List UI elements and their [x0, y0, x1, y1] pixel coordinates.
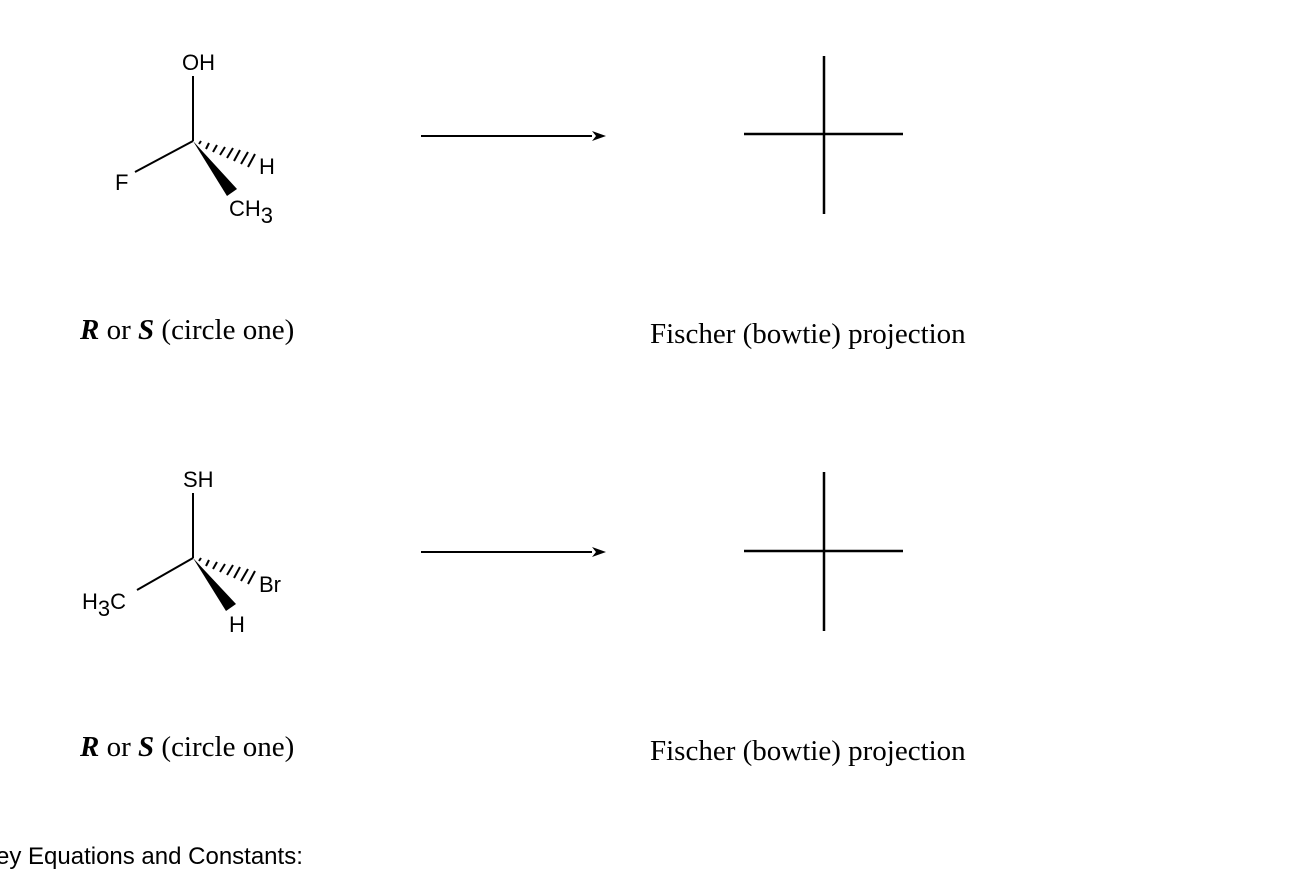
fischer-label-1: Fischer (bowtie) projection [650, 318, 966, 350]
fischer-cross-2 [744, 472, 903, 631]
substituent-sh: SH [183, 467, 214, 492]
hashed-bond [198, 557, 256, 585]
bond-left [136, 557, 194, 591]
bond-left [134, 140, 194, 173]
molecule-1: OH F H CH3 [115, 50, 275, 228]
r-or-s-caption-2: R or S (circle one) [80, 731, 295, 763]
substituent-h: H [259, 154, 275, 179]
fischer-label-2: Fischer (bowtie) projection [650, 735, 966, 767]
section-heading: ey Equations and Constants: [0, 843, 303, 870]
substituent-br: Br [259, 572, 281, 597]
wedge-bond [193, 558, 236, 611]
substituent-ch3: CH3 [229, 196, 273, 228]
substituent-h3c: H3C [82, 589, 126, 621]
hashed-bond [198, 140, 256, 168]
substituent-h: H [229, 612, 245, 637]
fischer-cross-1 [744, 56, 903, 214]
r-or-s-caption-1: R or S (circle one) [80, 314, 295, 346]
substituent-f: F [115, 170, 128, 195]
substituent-oh: OH [182, 50, 215, 75]
wedge-bond [193, 141, 237, 196]
molecule-2: SH H3C Br H [82, 467, 281, 637]
